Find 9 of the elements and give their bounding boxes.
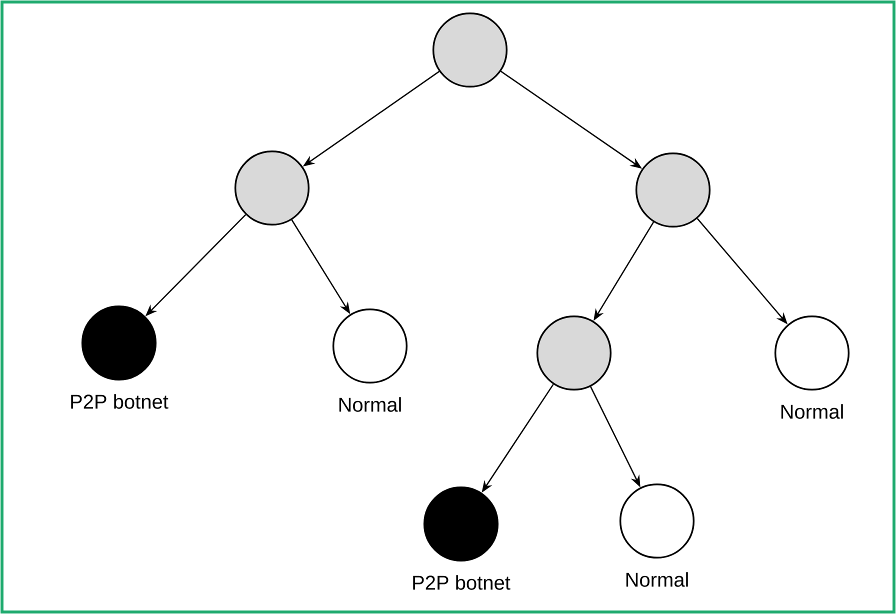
node-label: Normal bbox=[626, 572, 688, 587]
tree-node-circle bbox=[635, 152, 711, 228]
node-label: Normal bbox=[781, 404, 843, 419]
node-label: Normal bbox=[339, 397, 401, 412]
tree-node-circle bbox=[536, 315, 612, 391]
tree-node-circle bbox=[432, 12, 508, 88]
node-label: P2P botnet bbox=[71, 394, 168, 409]
node-label: P2P botnet bbox=[413, 575, 510, 590]
tree-node-circle bbox=[234, 150, 310, 226]
